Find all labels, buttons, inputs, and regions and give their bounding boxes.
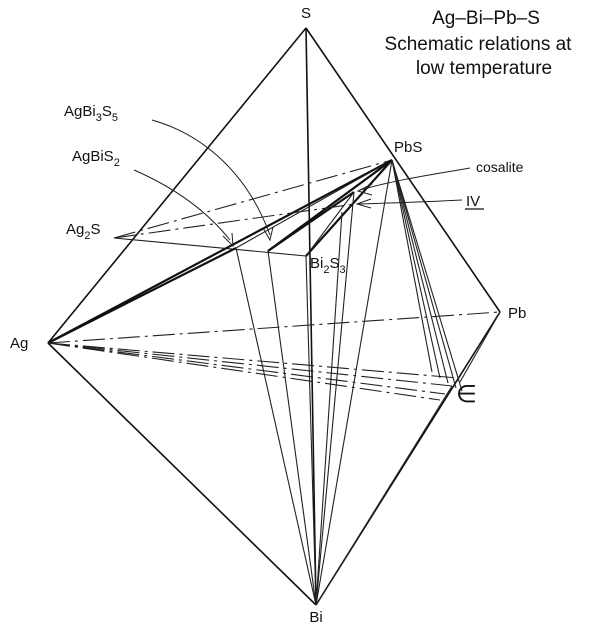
pbs-tie-lines	[47, 159, 463, 606]
tie-cosalite-bi-1	[315, 191, 355, 606]
arrowhead-agbis2	[222, 232, 234, 248]
vertex-label-bi: Bi	[309, 609, 322, 624]
tie-ag-epsilon-3	[47, 342, 446, 395]
tie-ag2s-bi2s3	[113, 237, 307, 257]
epsilon-tie-lines	[47, 311, 501, 606]
vertex-label-ag: Ag	[10, 335, 28, 352]
leader-iv	[357, 199, 463, 205]
tie-epsilon-bi	[315, 385, 453, 606]
arrowhead-agbi3s5	[262, 226, 274, 242]
phase-label-iv: IV	[466, 193, 480, 210]
leader-agbi3s5	[151, 119, 271, 236]
tie-ag-pbs	[47, 159, 393, 344]
phase-label-agbis2: AgBiS2	[72, 148, 120, 169]
cosalite-tie-lines	[113, 191, 356, 606]
edge-s-bi	[305, 27, 317, 606]
arrowhead-cosalite	[356, 183, 373, 196]
title-line-2: Schematic relations at	[385, 34, 573, 55]
leader-agbis2	[133, 169, 231, 241]
phase-label-agbi3s5: AgBi3S5	[64, 103, 118, 124]
edge-ag-bi	[47, 342, 317, 606]
tie-bi2s3-bi	[305, 255, 317, 606]
tie-ag2s-iv-hidden	[113, 203, 356, 239]
leader-cosalite	[359, 167, 471, 191]
phase-label-bi2s3: Bi2S3	[310, 255, 346, 276]
tie-agbis2-bi	[235, 247, 317, 606]
title-line-3: low temperature	[416, 58, 552, 79]
tetrahedron-edges	[47, 27, 501, 606]
label-leaders	[133, 119, 471, 248]
phase-label-pbs: PbS	[394, 139, 422, 156]
tie-agbi3s5-bi	[267, 250, 317, 606]
vertex-label-s: S	[301, 5, 311, 22]
phase-label-iv-group: IV	[465, 193, 484, 210]
vertex-label-pb: Pb	[508, 305, 526, 322]
tie-bi2s3-cosalite	[305, 191, 355, 257]
phase-label-ag2s: Ag2S	[66, 221, 101, 242]
tie-cosalite-bi-2	[315, 211, 343, 606]
tie-ag-epsilon-2	[47, 342, 453, 387]
tie-ag-epsilon-1	[47, 342, 459, 379]
edge-s-pb	[305, 27, 501, 313]
edge-s-ag	[47, 27, 307, 344]
tie-pbs-epsilon-3	[391, 159, 449, 384]
tie-ag-epsilon-4	[47, 342, 441, 401]
tie-bi2s3-pbs	[305, 159, 393, 257]
arrowhead-iv	[355, 198, 372, 209]
diagram-title: Ag–Bi–Pb–S Schematic relations at low te…	[385, 8, 573, 79]
tie-pbs-epsilon-2	[391, 159, 441, 379]
title-system: Ag–Bi–Pb–S	[432, 8, 540, 29]
phase-label-epsilon: ∈	[456, 381, 477, 408]
edge-ag-pb-hidden	[47, 311, 501, 344]
tie-pb-epsilon	[459, 311, 501, 383]
tie-agbis2-pbs	[235, 159, 393, 249]
tie-pbs-epsilon-4	[391, 159, 457, 389]
phase-label-cosalite: cosalite	[476, 159, 524, 175]
tie-agbi3s5-cosalite	[267, 191, 355, 252]
tie-pbs-epsilon-1	[391, 159, 433, 373]
tie-pbs-epsilon-5	[391, 159, 463, 392]
